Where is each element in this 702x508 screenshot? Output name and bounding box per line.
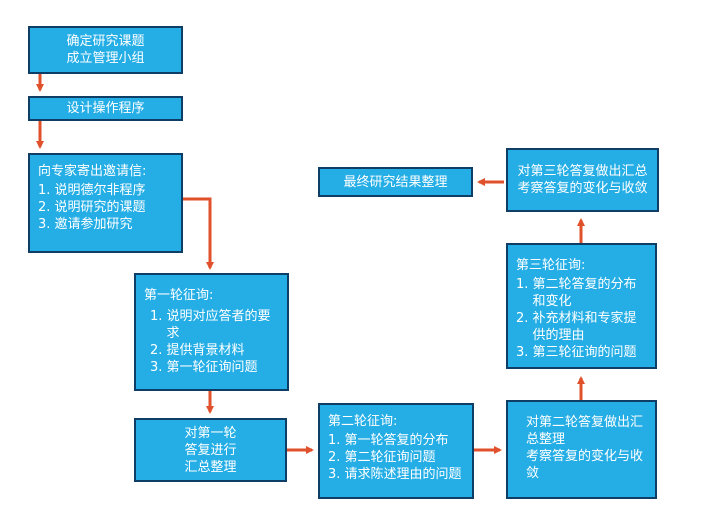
step-summary-round-3-line-1: 对第三轮答复做出汇总 [517,164,648,179]
step-send-invitation-list: 1. 说明德尔非程序 2. 说明研究的课题 3. 邀请参加研究 [38,182,173,233]
step-round-2-title: 第二轮征询: [328,414,398,429]
step-send-invitation-title: 向专家寄出邀请信: [38,164,147,179]
list-item: 1. 第一轮答复的分布 [328,433,449,448]
step-design-procedure: 设计操作程序 [28,96,183,121]
step-round-2: 第二轮征询: 1. 第一轮答复的分布 2. 第二轮征询问题 3. 请求陈述理由的… [318,403,474,499]
list-item: 3. 邀请参加研究 [38,217,133,232]
step-summary-round-1-line-2: 答复进行 [184,442,237,458]
arrow-invitation-to-round1 [182,197,214,270]
step-summary-round-2-line-1: 对第二轮答复做出汇总整理 [526,415,644,447]
step-summary-round-2: 对第二轮答复做出汇总整理 考察答复的变化与收敛 [506,400,657,499]
step-final-results: 最终研究结果整理 [318,167,473,197]
step-summary-round-1: 对第一轮 答复进行 汇总整理 [134,418,287,482]
step-define-topic: 确定研究课题 成立管理小组 [28,26,183,74]
list-item: 1. 说明德尔非程序 [38,183,146,198]
step-define-topic-line-2: 成立管理小组 [66,51,145,66]
step-summary-round-2-line-2: 考察答复的变化与收敛 [526,449,644,481]
step-summary-round-1-line-3: 汇总整理 [184,459,237,475]
list-item: 3. 请求陈述理由的问题 [328,467,462,482]
list-item: 3. 第三轮征询的问题 [516,345,637,360]
list-item: 2. 提供背景材料 [150,343,245,358]
step-round-3-list: 1. 第二轮答复的分布和变化 2. 补充材料和专家提供的理由 3. 第三轮征询的… [516,276,647,361]
list-item: 3. 第一轮征询问题 [150,360,258,375]
step-round-1-list: 1. 说明对应答者的要求 2. 提供背景材料 3. 第一轮征询问题 [144,308,279,376]
step-define-topic-line-1: 确定研究课题 [66,34,145,49]
step-round-1-title: 第一轮征询: [144,288,214,303]
step-summary-round-3: 对第三轮答复做出汇总 考察答复的变化与收敛 [506,148,659,212]
list-item: 1. 第二轮答复的分布和变化 [516,277,637,309]
list-item: 2. 第二轮征询问题 [328,450,436,465]
step-round-3: 第三轮征询: 1. 第二轮答复的分布和变化 2. 补充材料和专家提供的理由 3.… [506,243,657,369]
step-round-2-list: 1. 第一轮答复的分布 2. 第二轮征询问题 3. 请求陈述理由的问题 [328,432,464,483]
step-summary-round-1-line-1: 对第一轮 [184,425,237,441]
list-item: 2. 说明研究的课题 [38,200,146,215]
step-round-1: 第一轮征询: 1. 说明对应答者的要求 2. 提供背景材料 3. 第一轮征询问题 [134,273,289,391]
step-send-invitation: 向专家寄出邀请信: 1. 说明德尔非程序 2. 说明研究的课题 3. 邀请参加研… [28,153,183,253]
list-item: 1. 说明对应答者的要求 [150,309,271,341]
step-design-procedure-label: 设计操作程序 [66,101,145,116]
step-round-3-title: 第三轮征询: [516,258,586,273]
step-summary-round-3-line-2: 考察答复的变化与收敛 [517,181,648,196]
list-item: 2. 补充材料和专家提供的理由 [516,311,637,343]
step-final-results-label: 最终研究结果整理 [343,174,448,190]
